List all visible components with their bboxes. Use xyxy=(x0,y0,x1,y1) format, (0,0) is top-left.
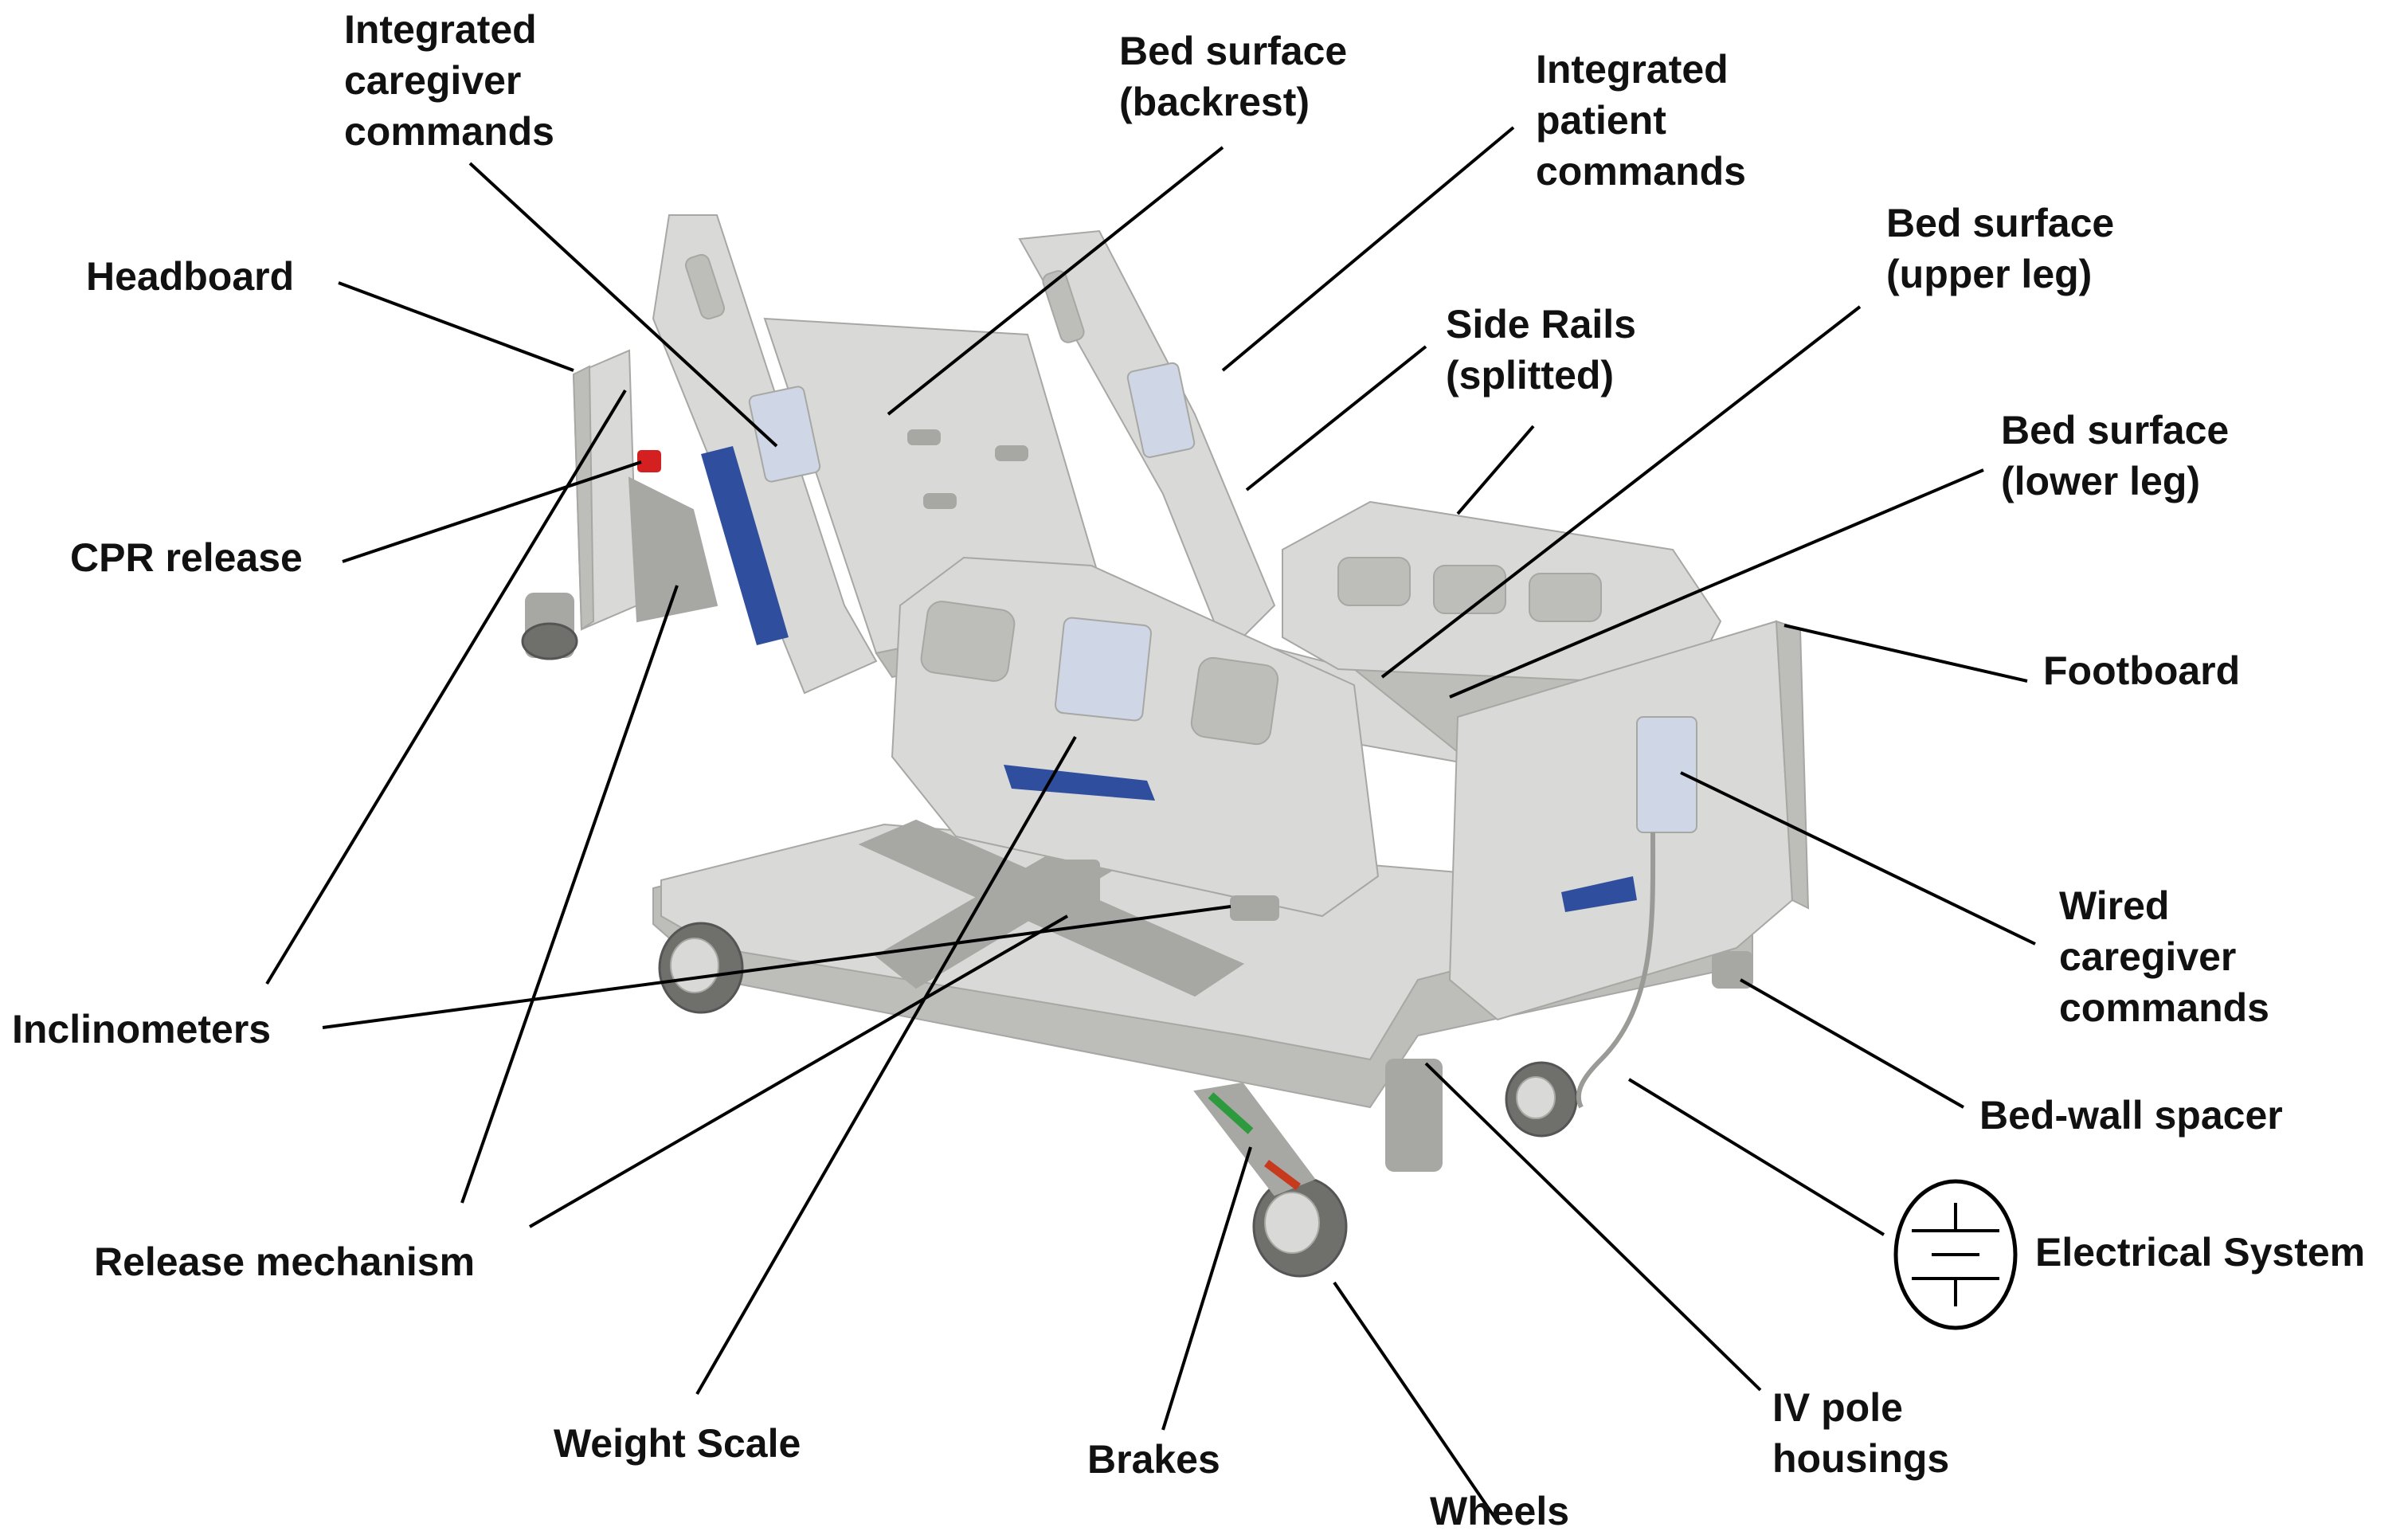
leader-bed-surface-backrest xyxy=(887,146,1224,416)
wheel-front-right xyxy=(1505,1061,1578,1138)
leader-brakes xyxy=(1161,1146,1252,1431)
footboard-accent xyxy=(1561,876,1637,912)
rail-accent-stripe xyxy=(701,446,789,645)
label-weight-scale: Weight Scale xyxy=(554,1421,801,1466)
leader-integrated-patient-commands xyxy=(1221,126,1515,372)
rail-control-panel xyxy=(1055,617,1152,722)
leader-electrical-system xyxy=(1627,1078,1885,1236)
label-release-mechanism: Release mechanism xyxy=(94,1239,476,1284)
spacer-foot xyxy=(1712,951,1753,989)
label-bed-surface-backrest: Bed surface (backrest) xyxy=(1119,29,1348,124)
leader-bed-surface-upper-leg xyxy=(1380,305,1862,679)
integrated-patient-panel xyxy=(1126,362,1196,458)
label-wired-caregiver-commands: Wired caregiver commands xyxy=(2059,883,2269,1030)
label-headboard: Headboard xyxy=(86,254,295,299)
leader-bed-surface-lower-leg xyxy=(1449,468,1984,699)
leader-wheels xyxy=(1333,1281,1499,1523)
integrated-caregiver-panel xyxy=(748,386,821,483)
label-integrated-caregiver-commands: Integrated caregiver commands xyxy=(344,7,554,154)
side-rail-foot-near xyxy=(891,556,1380,933)
label-bed-wall-spacer: Bed-wall spacer xyxy=(1979,1093,2283,1138)
rail-foot-accent xyxy=(1004,765,1155,801)
label-wheels: Wheels xyxy=(1430,1489,1570,1533)
leader-cpr-release xyxy=(342,460,642,563)
pendant-cable xyxy=(1576,832,1656,1109)
label-iv-pole-housings: IV pole housings xyxy=(1772,1385,1950,1481)
leader-release-mechanism-head xyxy=(460,585,679,1204)
label-cpr-release: CPR release xyxy=(70,535,303,580)
headboard xyxy=(572,349,718,631)
wheel-back-right xyxy=(521,622,578,660)
label-bed-surface-upper-leg: Bed surface (upper leg) xyxy=(1886,201,2115,296)
label-bed-surface-lower-leg: Bed surface (lower leg) xyxy=(2001,408,2230,503)
label-footboard: Footboard xyxy=(2043,648,2241,693)
leader-iv-pole-housings xyxy=(1424,1062,1762,1392)
cpr-release-handle xyxy=(637,450,661,472)
side-rail-head-right xyxy=(1018,229,1276,655)
wired-caregiver-pendant xyxy=(1636,716,1697,833)
leader-side-rails-foot xyxy=(1456,425,1535,515)
leader-wired-caregiver-commands xyxy=(1680,771,2036,946)
wheel-front xyxy=(1252,1176,1348,1278)
leader-bed-wall-spacer xyxy=(1740,978,1964,1109)
label-electrical-system: Electrical System xyxy=(2035,1230,2366,1275)
label-inclinometers: Inclinometers xyxy=(12,1007,272,1051)
label-integrated-patient-commands: Integrated patient commands xyxy=(1536,47,1746,194)
battery-symbol-icon xyxy=(1893,1179,2018,1330)
weight-scale-module xyxy=(1051,860,1100,933)
label-brakes: Brakes xyxy=(1087,1437,1220,1482)
leader-weight-scale xyxy=(695,736,1077,1395)
foot-column-left xyxy=(1385,1059,1443,1172)
leader-inclinometer-head xyxy=(265,389,627,985)
leader-footboard xyxy=(1783,624,2028,683)
leader-release-mechanism xyxy=(528,914,1069,1228)
wheels-group xyxy=(521,622,1578,1278)
side-rail-head-left xyxy=(652,214,878,695)
release-mechanism-body xyxy=(628,476,718,623)
leader-headboard xyxy=(338,281,574,372)
leader-inclinometers xyxy=(322,905,1231,1029)
leader-integrated-caregiver-commands xyxy=(468,162,778,448)
leader-side-rails-head xyxy=(1245,345,1427,491)
label-side-rails: Side Rails (splitted) xyxy=(1446,302,1636,397)
side-rail-foot-far xyxy=(1282,500,1722,687)
